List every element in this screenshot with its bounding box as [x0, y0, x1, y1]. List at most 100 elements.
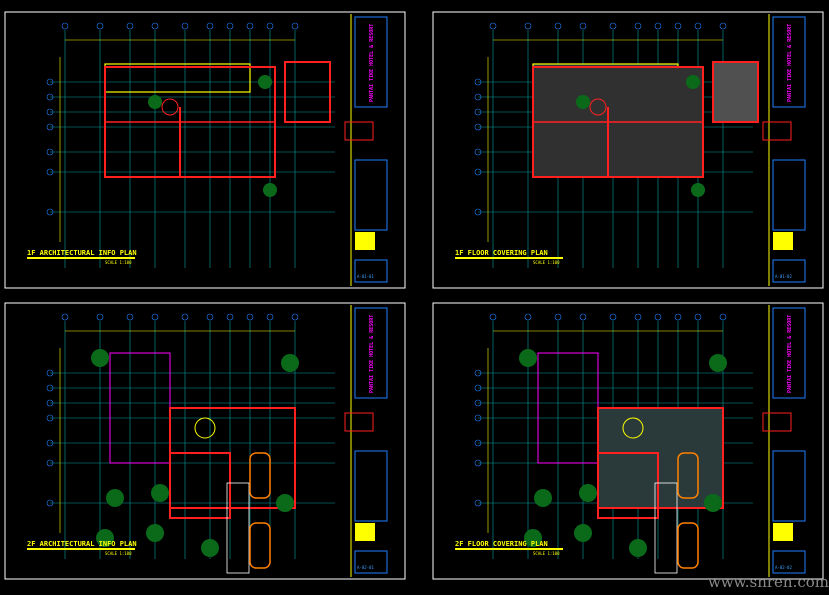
grid-bubble: [61, 22, 69, 30]
sheet-number: A-01-02: [775, 274, 792, 279]
grid-bubble: [474, 384, 482, 392]
grid-bubble: [554, 313, 562, 321]
grid-bubble: [674, 313, 682, 321]
grid-bubble: [46, 439, 54, 447]
grid-bubble: [609, 313, 617, 321]
plan-scale: SCALE 1:100: [105, 551, 132, 556]
annex-walls: [712, 61, 759, 123]
grid-bubble: [634, 313, 642, 321]
tree-symbol: [276, 494, 294, 512]
grid-bubble: [151, 313, 159, 321]
grid-bubble: [126, 22, 134, 30]
plan-title: 1F FLOOR COVERING PLAN: [455, 249, 548, 257]
sheet-number-box: [772, 550, 806, 574]
grid-bubble: [524, 22, 532, 30]
sheet-frame: [4, 302, 406, 580]
grid-bubble: [46, 168, 54, 176]
roof-outline: [109, 352, 171, 464]
grid-bubble: [46, 414, 54, 422]
stamp-box: [355, 232, 375, 250]
sheet-number-box: [354, 259, 388, 283]
grid-bubble: [46, 369, 54, 377]
grid-bubble: [181, 22, 189, 30]
company-logo: [762, 121, 792, 141]
grid-bubble: [474, 93, 482, 101]
tree-symbol: [146, 524, 164, 542]
grid-bubble: [46, 108, 54, 116]
tree-symbol: [91, 349, 109, 367]
grid-bubble: [474, 439, 482, 447]
sheet-number: A-02-01: [357, 565, 374, 570]
grid-bubble: [206, 22, 214, 30]
grid-bubble: [474, 499, 482, 507]
tree-symbol: [691, 183, 705, 197]
grid-bubble: [474, 459, 482, 467]
title-block: PANTAI TIKE HOTEL & RESORT A-01-02: [762, 16, 806, 283]
tree-symbol: [263, 183, 277, 197]
grid-bubble: [246, 22, 254, 30]
terrace-outline: [104, 63, 251, 93]
grid-bubble: [474, 78, 482, 86]
drawing-info-box: [354, 159, 388, 231]
grid-bubble: [474, 148, 482, 156]
company-logo: [344, 412, 374, 432]
grid-bubble: [579, 22, 587, 30]
round-table: [589, 98, 607, 116]
grid-bubble: [126, 313, 134, 321]
tree-symbol: [534, 489, 552, 507]
project-name-box: [354, 307, 388, 399]
grid-bubble: [474, 108, 482, 116]
plan-scale: SCALE 1:100: [533, 260, 560, 265]
company-logo: [762, 412, 792, 432]
grid-bubble: [226, 313, 234, 321]
tree-symbol: [576, 95, 590, 109]
grid-bubble: [654, 22, 662, 30]
grid-bubble: [46, 93, 54, 101]
tree-symbol: [579, 484, 597, 502]
grid-bubble: [554, 22, 562, 30]
drawing-sheet-2[interactable]: 1F FLOOR COVERING PLAN SCALE 1:100 PANTAI …: [432, 11, 824, 289]
tree-symbol: [201, 539, 219, 557]
grid-bubble: [609, 22, 617, 30]
plan-scale: SCALE 1:100: [533, 551, 560, 556]
ramp: [226, 482, 250, 574]
sheet-number-box: [772, 259, 806, 283]
plan-scale: SCALE 1:100: [105, 260, 132, 265]
stair-block: [597, 452, 659, 519]
grid-bubble: [46, 148, 54, 156]
project-name: PANTAI TIKE HOTEL & RESORT: [787, 24, 793, 102]
building-walls: [597, 407, 724, 509]
tree-symbol: [281, 354, 299, 372]
grid-bubble: [181, 313, 189, 321]
grid-bubble: [474, 208, 482, 216]
grid-bubble: [46, 123, 54, 131]
grid-bubble: [474, 168, 482, 176]
tree-symbol: [151, 484, 169, 502]
grid-bubble: [474, 414, 482, 422]
grid-bubble: [694, 313, 702, 321]
grid-bubble: [474, 369, 482, 377]
grid-bubble: [266, 22, 274, 30]
stamp-box: [355, 523, 375, 541]
sheet-number: A-02-02: [775, 565, 792, 570]
building-walls: [169, 407, 296, 509]
sheet-number-box: [354, 550, 388, 574]
tree-symbol: [686, 75, 700, 89]
grid-bubble: [61, 313, 69, 321]
plan-title: 2F FLOOR COVERING PLAN: [455, 540, 548, 548]
tree-symbol: [574, 524, 592, 542]
stamp-box: [773, 523, 793, 541]
tree-symbol: [106, 489, 124, 507]
grid-bubble: [474, 123, 482, 131]
grid-bubble: [96, 313, 104, 321]
project-name: PANTAI TIKE HOTEL & RESORT: [369, 24, 375, 102]
stair-block: [169, 452, 231, 519]
drawing-info-box: [354, 450, 388, 522]
round-table: [622, 417, 644, 439]
grid-bubble: [674, 22, 682, 30]
